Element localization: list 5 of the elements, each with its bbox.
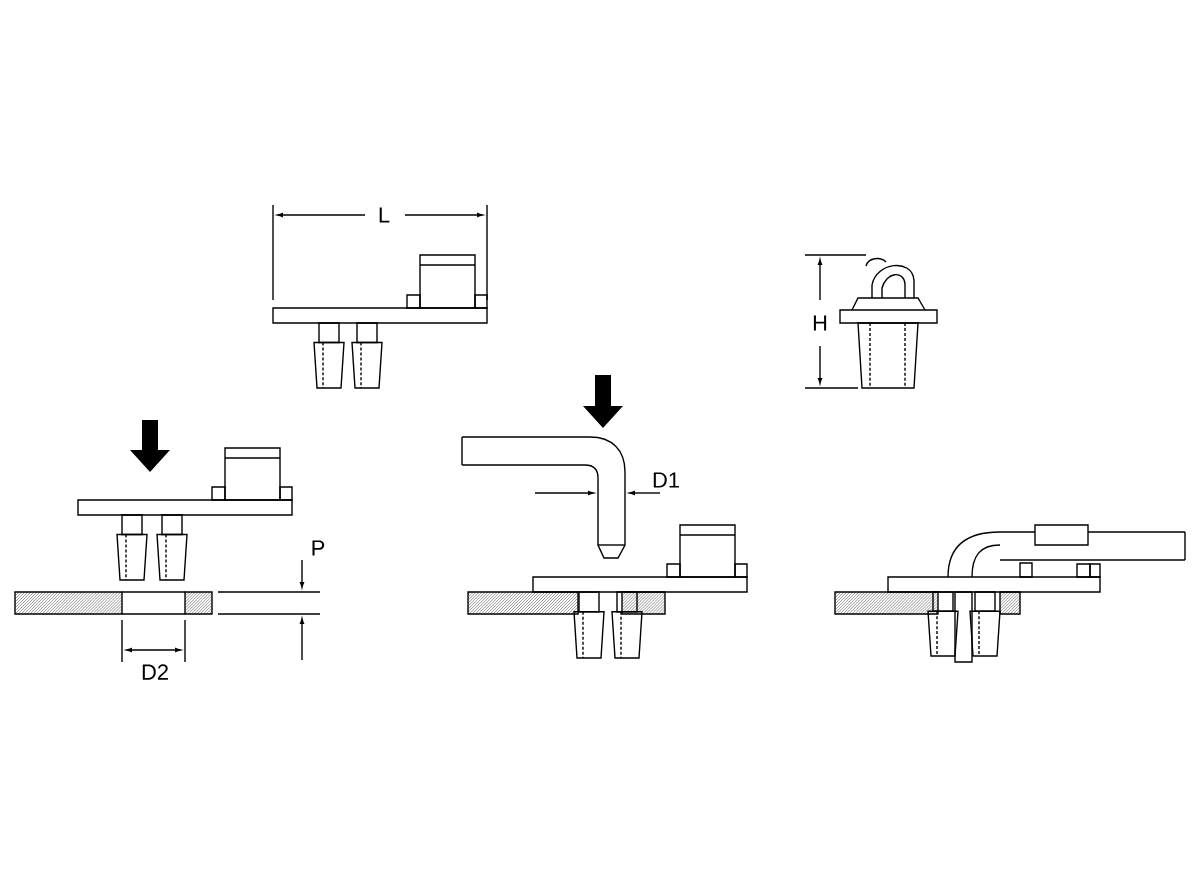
- dimension-label: D1: [653, 472, 679, 488]
- dimension-label: L: [379, 207, 390, 223]
- dimension-label: D2: [142, 664, 168, 680]
- dimension-label: H: [813, 315, 827, 331]
- dimension-label: P: [312, 540, 325, 556]
